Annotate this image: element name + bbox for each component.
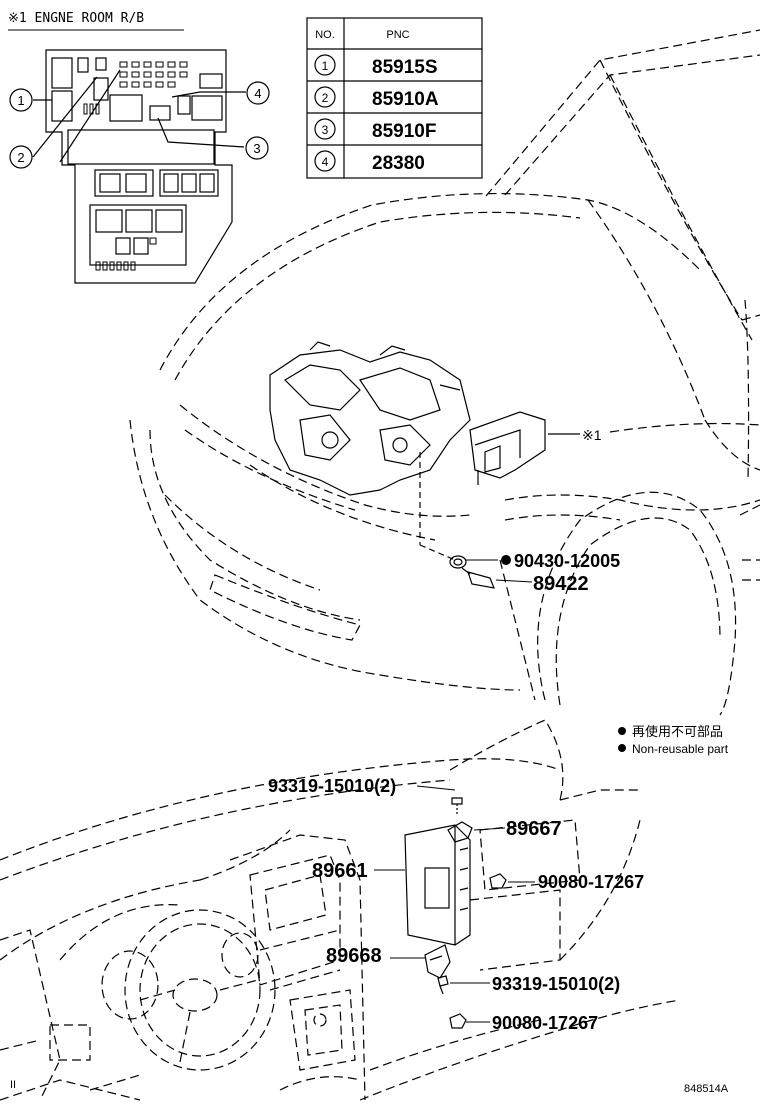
callout-2-label: 2	[17, 150, 24, 165]
label-89668: 89668	[326, 945, 382, 967]
washer-90430-12005	[449, 555, 467, 569]
engine-assembly	[269, 341, 471, 496]
label-93319-top: 93319-15010(2)	[268, 776, 396, 796]
callout-4-label: 4	[254, 86, 261, 101]
label-89667: 89667	[506, 818, 562, 840]
callout-1	[9, 88, 33, 112]
engine-room-relay-block	[45, 49, 233, 284]
pnc-row-2-no: 2	[322, 91, 329, 105]
ecu-89661	[404, 824, 471, 946]
callout-3	[245, 136, 269, 160]
vehicle-front-view	[129, 29, 760, 716]
legend-text-jp: 再使用不可部品	[632, 724, 723, 739]
legend-text-en: Non-reusable part	[632, 742, 729, 756]
label-89661: 89661	[312, 860, 368, 882]
label-90080-bottom: 90080-17267	[492, 1013, 598, 1033]
label-90430-12005: 90430-12005	[514, 551, 620, 571]
temp-sensor-89422	[461, 567, 495, 589]
pnc-row-3-no: 3	[322, 123, 329, 137]
bolt-93319-top	[451, 797, 463, 816]
pnc-table-header-no: NO.	[315, 29, 335, 41]
bracket-89668	[424, 944, 451, 979]
legend-dot-icon	[618, 727, 626, 735]
ref-mark-1: ※1	[582, 427, 602, 443]
pnc-row-3-pnc: 85910F	[372, 121, 436, 142]
dashboard-view	[0, 719, 681, 1101]
pnc-row-2-pnc: 85910A	[372, 89, 439, 110]
callout-2	[9, 145, 33, 169]
relay-box-title: ※1 ENGNE ROOM R/B	[8, 11, 144, 26]
nut-90080-bottom	[449, 1013, 467, 1029]
bracket-89667	[447, 821, 473, 843]
nut-90080-top	[489, 873, 507, 889]
illustration-id: 848514A	[684, 1083, 729, 1095]
label-93319-bottom: 93319-15010(2)	[492, 974, 620, 994]
pnc-table	[306, 17, 483, 179]
pnc-table-header-pnc: PNC	[386, 29, 409, 41]
bolt-93319-bottom	[437, 975, 449, 995]
label-89422: 89422	[533, 573, 589, 595]
footer-left-mark: II	[10, 1079, 16, 1091]
non-reusable-dot-icon	[501, 555, 511, 565]
legend-dot-icon	[618, 744, 626, 752]
relay-box-in-bay	[469, 411, 546, 485]
pnc-row-4-no: 4	[322, 155, 329, 169]
pnc-row-1-pnc: 85915S	[372, 57, 438, 78]
callout-3-label: 3	[253, 141, 260, 156]
label-90080-top: 90080-17267	[538, 872, 644, 892]
callout-1-label: 1	[17, 93, 24, 108]
pnc-row-4-pnc: 28380	[372, 153, 425, 174]
pnc-row-1-no: 1	[322, 59, 329, 73]
callout-4	[246, 81, 270, 105]
